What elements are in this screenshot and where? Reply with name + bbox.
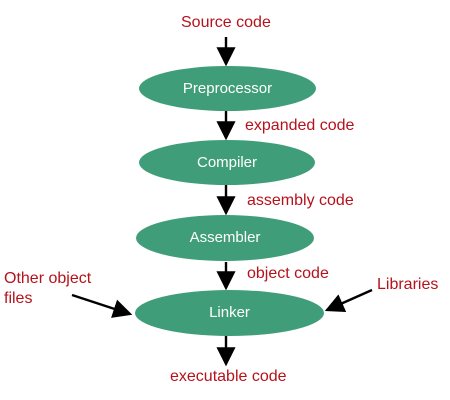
other-object-files-label-line2: files	[4, 290, 33, 307]
preprocessor-node-label: Preprocessor	[182, 79, 273, 97]
object-code-label: object code	[247, 265, 329, 282]
linker-node-label: Linker	[209, 304, 250, 321]
linker-node: Linker	[135, 290, 324, 336]
compiler-node: Compiler	[139, 140, 315, 185]
compiler-node-label: Compiler	[196, 153, 257, 171]
arrow-object-files-to-linker	[71, 293, 133, 318]
assembly-code-label: assembly code	[247, 192, 354, 209]
arrow-libraries-to-linker	[324, 288, 373, 312]
source-code-label: Source code	[181, 14, 271, 31]
preprocessor-node: Preprocessor	[139, 66, 316, 111]
libraries-label: Libraries	[377, 276, 439, 293]
other-object-files-label-line1: Other object	[4, 270, 92, 287]
expanded-code-label: expanded code	[245, 117, 355, 134]
assembler-node-label: Assembler	[189, 229, 261, 246]
executable-code-label: executable code	[170, 368, 287, 385]
assembler-node: Assembler	[136, 215, 314, 261]
